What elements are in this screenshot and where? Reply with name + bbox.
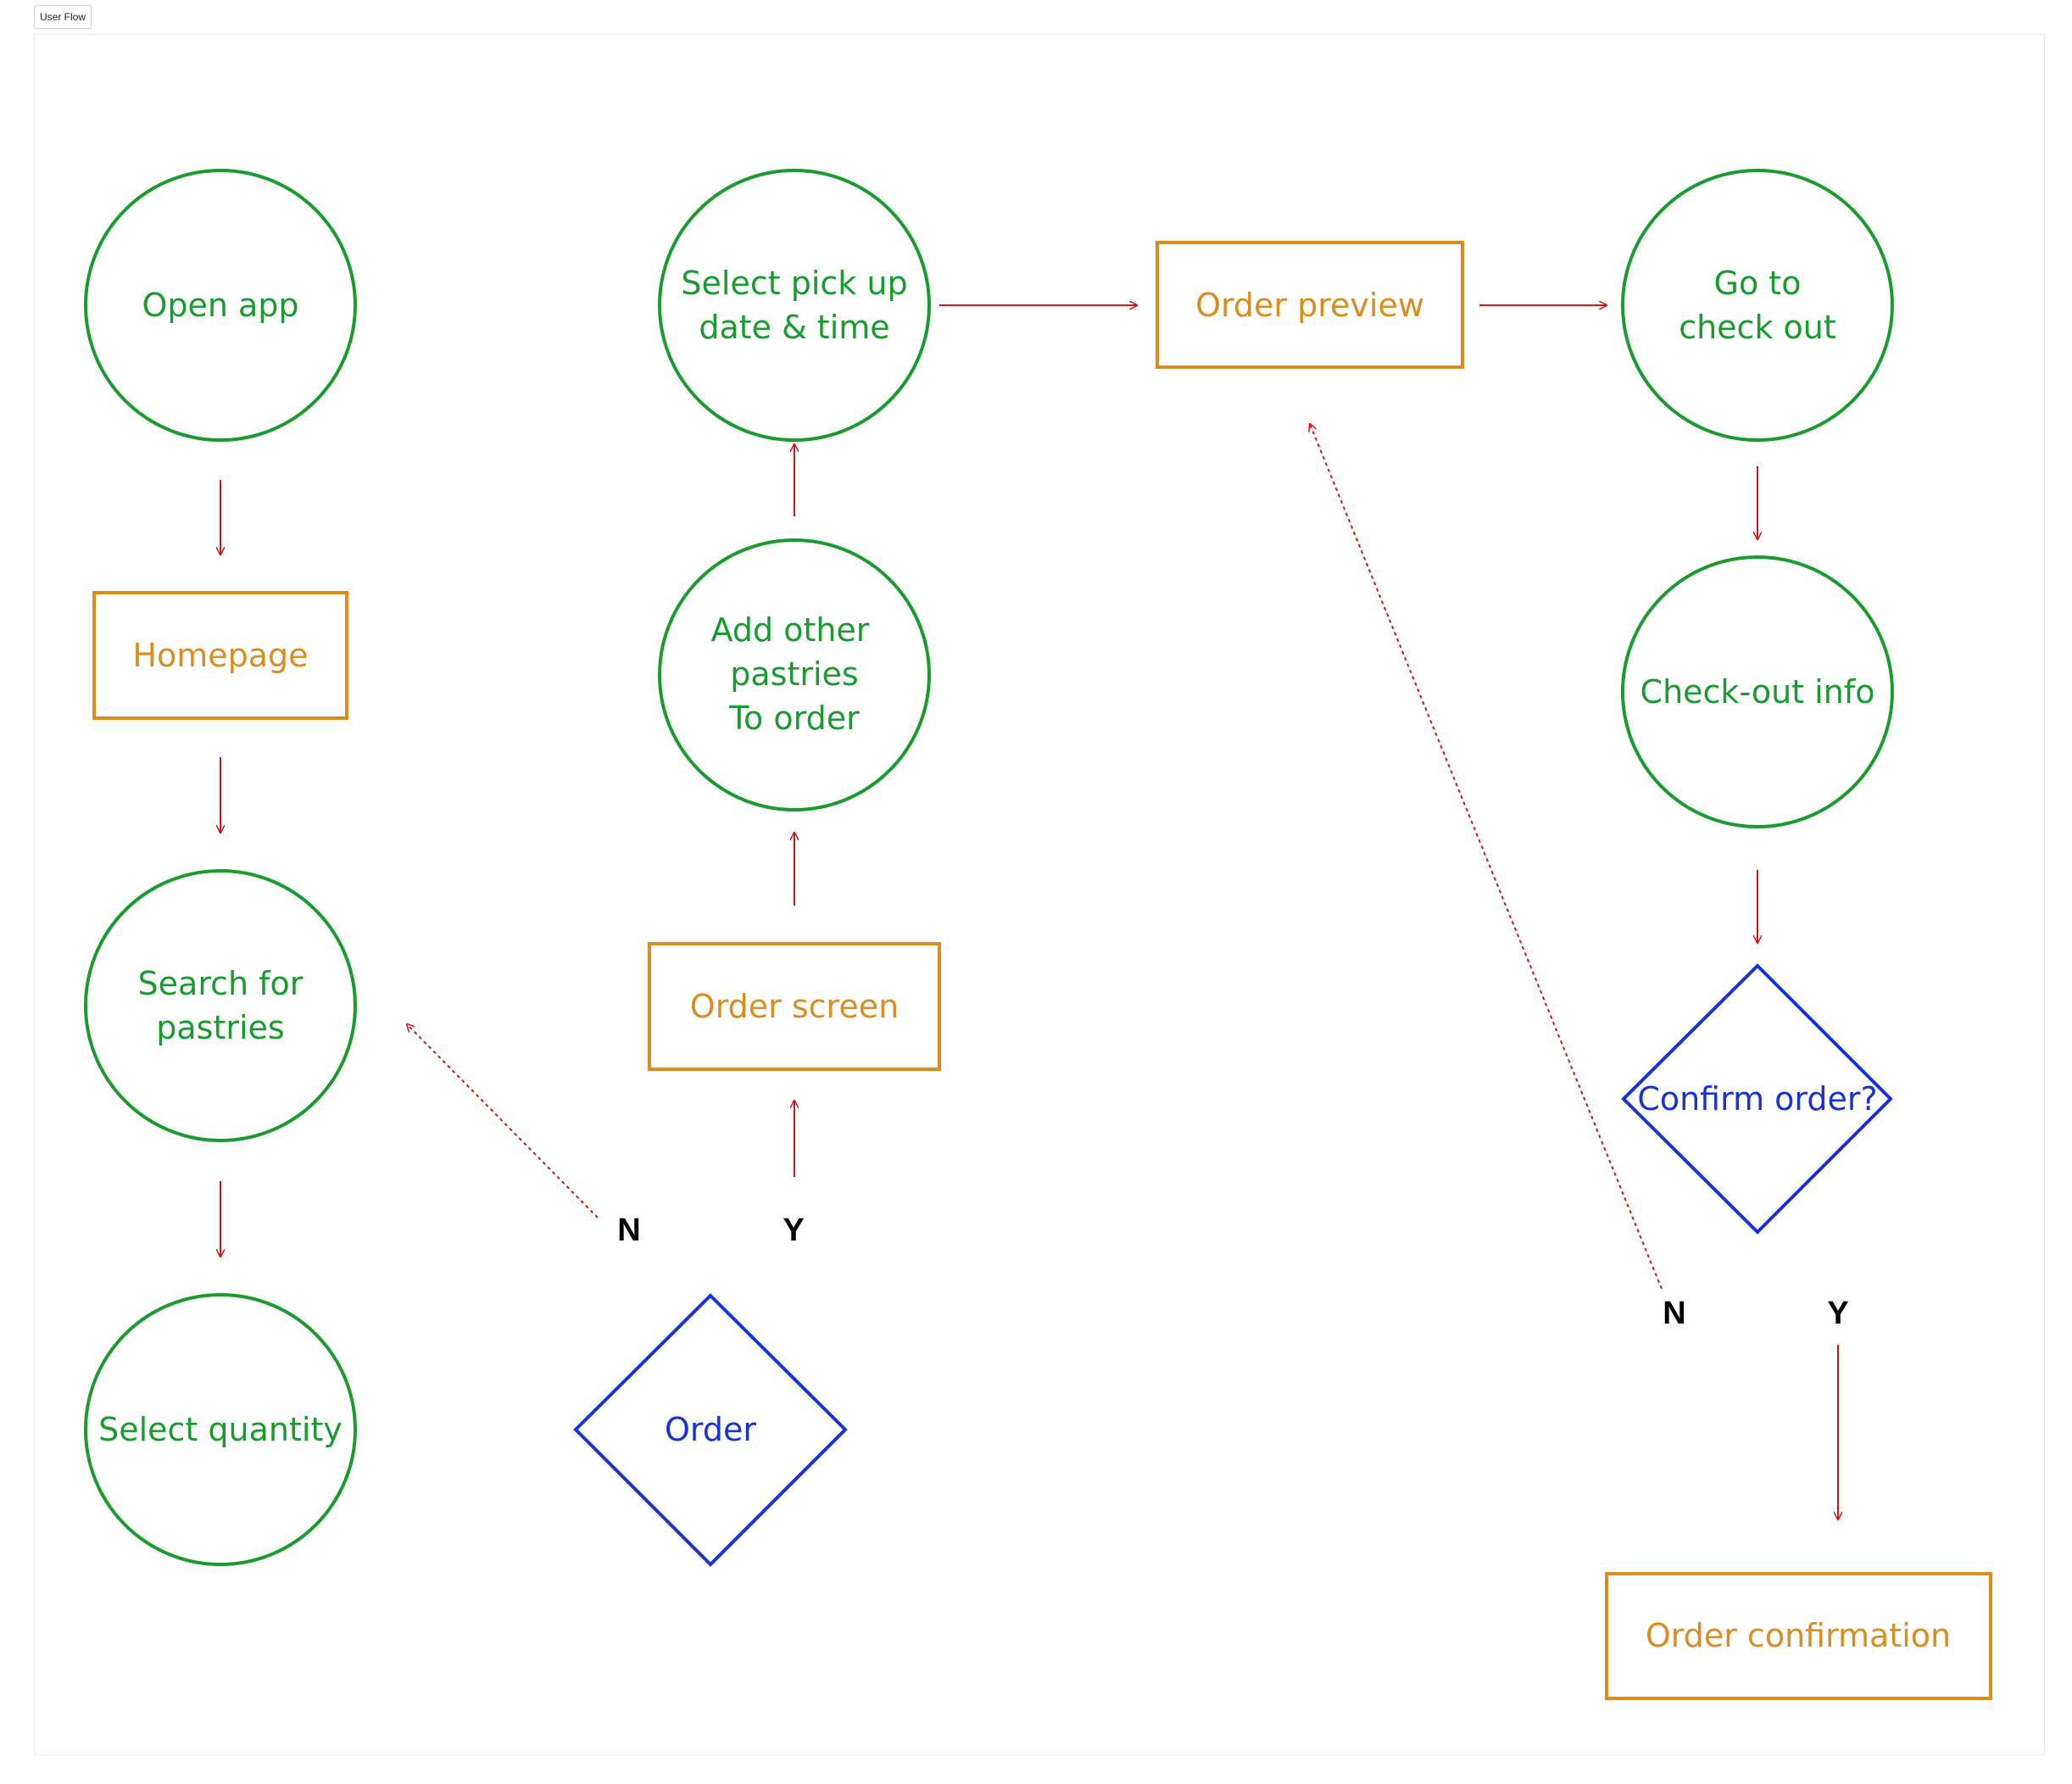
node-order-decision-label: Order	[665, 1411, 756, 1448]
node-order-preview: Order preview	[1156, 241, 1464, 369]
node-go-checkout-label-line1: Go to	[1714, 265, 1802, 302]
node-order-preview-label: Order preview	[1195, 287, 1424, 324]
node-open-app: Open app	[84, 169, 357, 442]
node-select-pickup: Select pick up date & time	[658, 169, 931, 442]
node-add-other-label-line3: To order	[728, 700, 860, 737]
frame-label[interactable]: User Flow	[34, 5, 92, 29]
node-order-screen: Order screen	[648, 942, 941, 1071]
node-confirm-order-decision: Confirm order?	[1621, 963, 1893, 1235]
node-checkout-info-label: Check-out info	[1640, 673, 1875, 711]
node-order-confirmation-label: Order confirmation	[1646, 1617, 1951, 1654]
node-select-quantity-label: Select quantity	[98, 1411, 343, 1448]
node-select-quantity: Select quantity	[84, 1293, 357, 1566]
node-checkout-info: Check-out info	[1621, 555, 1894, 828]
node-add-other-label-line2: pastries	[730, 655, 858, 693]
arrow-order-no-to-search	[407, 1024, 599, 1218]
node-homepage-label: Homepage	[132, 637, 308, 674]
node-search-label-line2: pastries	[156, 1009, 284, 1046]
branch-confirm-no: N	[1663, 1296, 1685, 1331]
node-order-decision: Order	[573, 1293, 848, 1567]
node-order-screen-label: Order screen	[690, 988, 899, 1025]
node-open-app-label: Open app	[142, 287, 298, 324]
canvas-frame	[34, 34, 2045, 1755]
node-search-pastries: Search for pastries	[84, 869, 357, 1142]
node-go-to-checkout: Go to check out	[1621, 169, 1894, 442]
node-confirm-order-label: Confirm order?	[1637, 1080, 1877, 1118]
branch-order-no: N	[617, 1213, 640, 1248]
branch-order-yes: Y	[783, 1213, 804, 1248]
node-go-checkout-label-line2: check out	[1679, 309, 1836, 346]
node-add-other-label-line1: Add other	[711, 611, 870, 649]
branch-confirm-yes: Y	[1827, 1296, 1848, 1331]
node-search-label-line1: Search for	[138, 965, 304, 1002]
node-order-confirmation: Order confirmation	[1605, 1572, 1992, 1700]
node-pickup-label-line2: date & time	[699, 309, 889, 346]
node-pickup-label-line1: Select pick up	[681, 265, 907, 302]
node-homepage: Homepage	[92, 591, 348, 720]
arrow-confirm-no-to-preview	[1310, 424, 1663, 1290]
node-add-other-pastries: Add other pastries To order	[658, 538, 931, 811]
